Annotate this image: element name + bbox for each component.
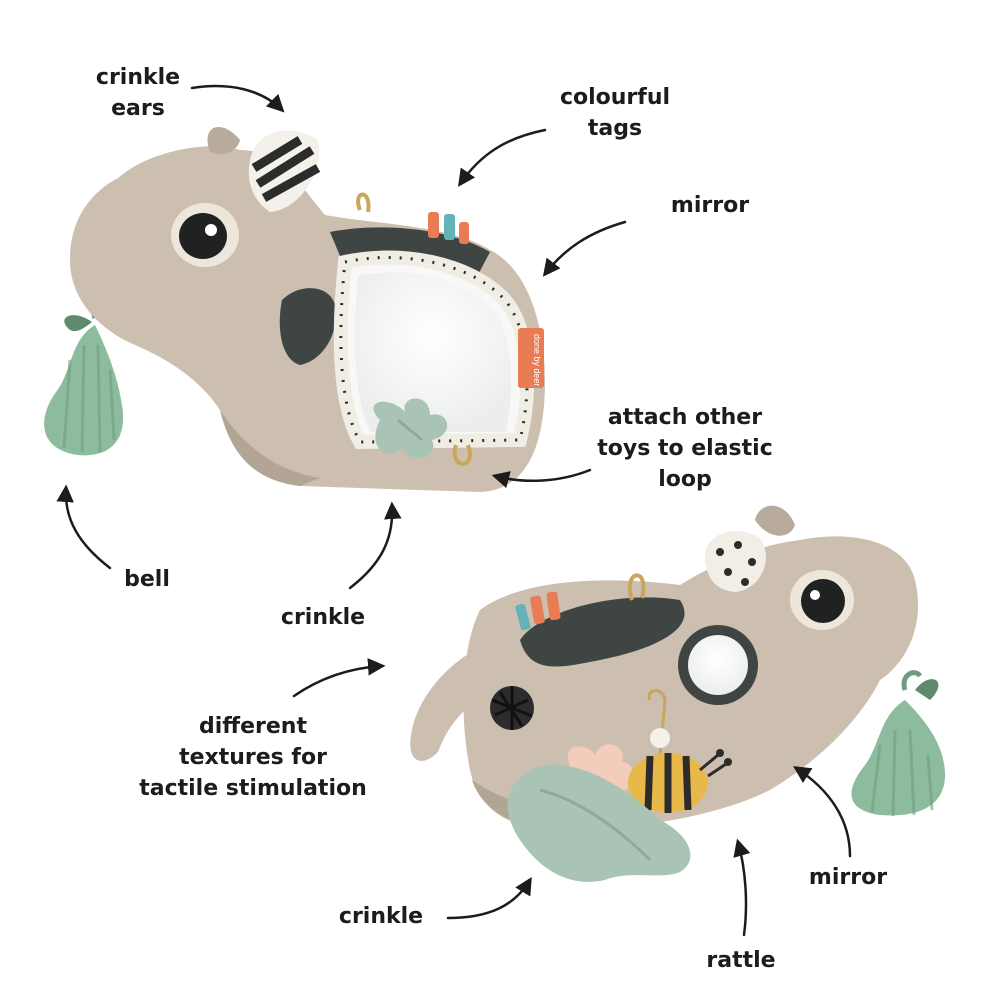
label-textures-line1: different xyxy=(199,714,307,739)
bee-rattle xyxy=(628,749,732,813)
label-attach-loop-line1: attach other xyxy=(607,405,763,430)
label-attach-loop: attach other toys to elastic loop xyxy=(590,402,780,495)
label-textures-line3: tactile stimulation xyxy=(139,776,367,801)
eye-bottom xyxy=(790,570,854,630)
label-mirror-top-text: mirror xyxy=(670,193,750,218)
arrow-crinkle-ears xyxy=(190,84,285,113)
label-attach-loop-line3: loop xyxy=(658,467,712,492)
texture-patch xyxy=(490,686,534,730)
label-bell: bell xyxy=(112,564,182,595)
plush-toy-top: done by deer xyxy=(44,126,545,493)
eye-top xyxy=(171,203,239,267)
label-colourful-tags-line1: colourful xyxy=(559,85,671,110)
label-bell-text: bell xyxy=(124,567,170,592)
brand-tag-text: done by deer xyxy=(532,334,542,387)
colourful-tags-top xyxy=(428,212,469,244)
mirror-round xyxy=(678,625,758,705)
crinkle-ear-striped xyxy=(248,130,321,212)
label-colourful-tags-line2: tags xyxy=(587,116,643,141)
brand-tag: done by deer xyxy=(518,328,544,388)
label-crinkle-bottom-text: crinkle xyxy=(338,904,424,929)
arrow-mirror-bottom xyxy=(793,766,852,858)
label-mirror-top: mirror xyxy=(660,190,760,221)
arrow-colourful-tags xyxy=(458,128,547,187)
arrow-mirror-top xyxy=(542,220,627,277)
leaf-crinkle-top xyxy=(373,398,448,459)
plush-toy-bottom xyxy=(410,505,945,882)
label-crinkle-ears-line2: ears xyxy=(111,96,165,121)
label-attach-loop-line2: toys to elastic xyxy=(597,436,773,461)
arrow-textures xyxy=(292,658,386,698)
arrow-bell xyxy=(56,484,112,570)
label-rattle-text: rattle xyxy=(706,948,776,973)
label-textures: different textures for tactile stimulati… xyxy=(128,711,378,804)
label-mirror-bottom: mirror xyxy=(798,862,898,893)
pear-bell-bottom xyxy=(851,670,945,817)
label-colourful-tags: colourful tags xyxy=(545,82,685,144)
colourful-tags-bottom xyxy=(515,591,561,631)
label-mirror-bottom-text: mirror xyxy=(808,865,888,890)
label-crinkle-mid: crinkle xyxy=(268,602,378,633)
annotation-arrows xyxy=(56,84,852,937)
arrow-crinkle-bottom xyxy=(446,876,532,920)
arrow-crinkle-mid xyxy=(348,501,402,590)
pear-bell-top xyxy=(44,295,124,456)
arrow-rattle xyxy=(733,838,751,937)
arrow-attach-loop xyxy=(491,468,592,489)
label-crinkle-bottom: crinkle xyxy=(326,901,436,932)
label-crinkle-ears: crinkle ears xyxy=(88,62,188,124)
mirror-top xyxy=(333,250,535,450)
crinkle-ear-dotted xyxy=(704,530,766,592)
label-rattle: rattle xyxy=(696,945,786,976)
leaf-crinkle-bottom xyxy=(507,764,691,882)
label-textures-line2: textures for xyxy=(179,745,327,770)
label-crinkle-ears-line1: crinkle xyxy=(95,65,181,90)
label-crinkle-mid-text: crinkle xyxy=(280,605,366,630)
